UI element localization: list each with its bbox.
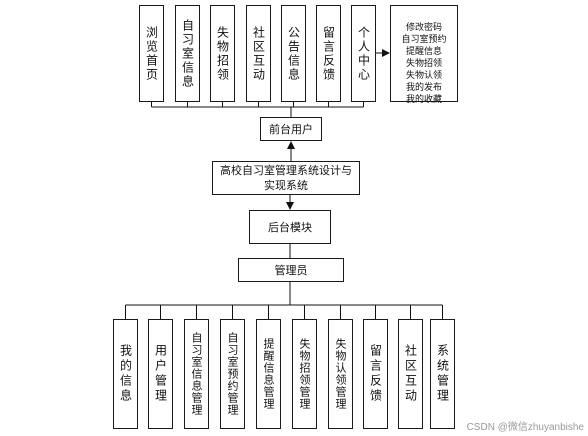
frontend-module-label: 失物招领 — [215, 25, 230, 82]
frontend-module-label: 公告信息 — [286, 25, 301, 82]
frontend-module-box: 公告信息 — [281, 5, 306, 102]
system-title-box: 高校自习室管理系统设计与实现系统 — [212, 161, 360, 195]
front-user-label: 前台用户 — [269, 123, 313, 136]
frontend-module-box: 浏览首页 — [139, 5, 164, 102]
frontend-module-box: 社区互动 — [246, 5, 271, 102]
frontend-module-label: 浏览首页 — [144, 25, 159, 82]
admin-module-label: 自习室预约管理 — [226, 332, 239, 416]
watermark: CSDN @微信zhuyanbishe — [466, 422, 584, 433]
admin-module-label: 系统管理 — [435, 344, 450, 404]
frontend-module-box: 留言反馈 — [316, 5, 341, 102]
front-user-box: 前台用户 — [260, 117, 322, 141]
admin-box: 管理员 — [238, 258, 344, 282]
admin-module-box: 失物认领管理 — [328, 319, 353, 429]
admin-module-label: 用户管理 — [153, 344, 168, 404]
personal-center-detail-text: 修改密码 自习室预约 提醒信息 失物招领 失物认领 我的发布 我的收藏 — [401, 23, 447, 105]
admin-module-label: 留言反馈 — [368, 344, 383, 404]
backend-module-box: 后台模块 — [249, 210, 331, 244]
admin-module-label: 社区互动 — [403, 344, 418, 404]
frontend-module-label: 社区互动 — [251, 25, 266, 82]
admin-module-label: 自习室信息管理 — [190, 332, 203, 416]
admin-module-box: 自习室信息管理 — [184, 319, 209, 429]
admin-module-box: 用户管理 — [148, 319, 173, 429]
backend-module-label: 后台模块 — [268, 221, 312, 234]
admin-module-label: 失物认领管理 — [334, 338, 347, 410]
admin-module-label: 提醒信息管理 — [262, 338, 275, 410]
frontend-module-box: 自习室信息 — [175, 5, 200, 102]
frontend-module-box: 个人中心 — [351, 5, 376, 102]
admin-module-label: 失物招领管理 — [298, 338, 311, 410]
admin-module-box: 社区互动 — [398, 319, 423, 429]
admin-module-label: 我的信息 — [118, 344, 133, 404]
frontend-module-label: 自习室信息 — [180, 18, 195, 89]
frontend-module-box: 失物招领 — [210, 5, 235, 102]
admin-label: 管理员 — [274, 264, 308, 277]
frontend-module-label: 个人中心 — [356, 25, 371, 82]
admin-module-box: 失物招领管理 — [292, 319, 317, 429]
system-title-label: 高校自习室管理系统设计与实现系统 — [220, 164, 352, 192]
personal-center-detail-box: 修改密码 自习室预约 提醒信息 失物招领 失物认领 我的发布 我的收藏 — [390, 5, 458, 105]
admin-module-box: 自习室预约管理 — [220, 319, 245, 429]
admin-module-box: 我的信息 — [113, 319, 138, 429]
admin-module-box: 系统管理 — [430, 319, 455, 429]
admin-module-box: 留言反馈 — [363, 319, 388, 429]
frontend-module-label: 留言反馈 — [321, 25, 336, 82]
admin-module-box: 提醒信息管理 — [256, 319, 281, 429]
